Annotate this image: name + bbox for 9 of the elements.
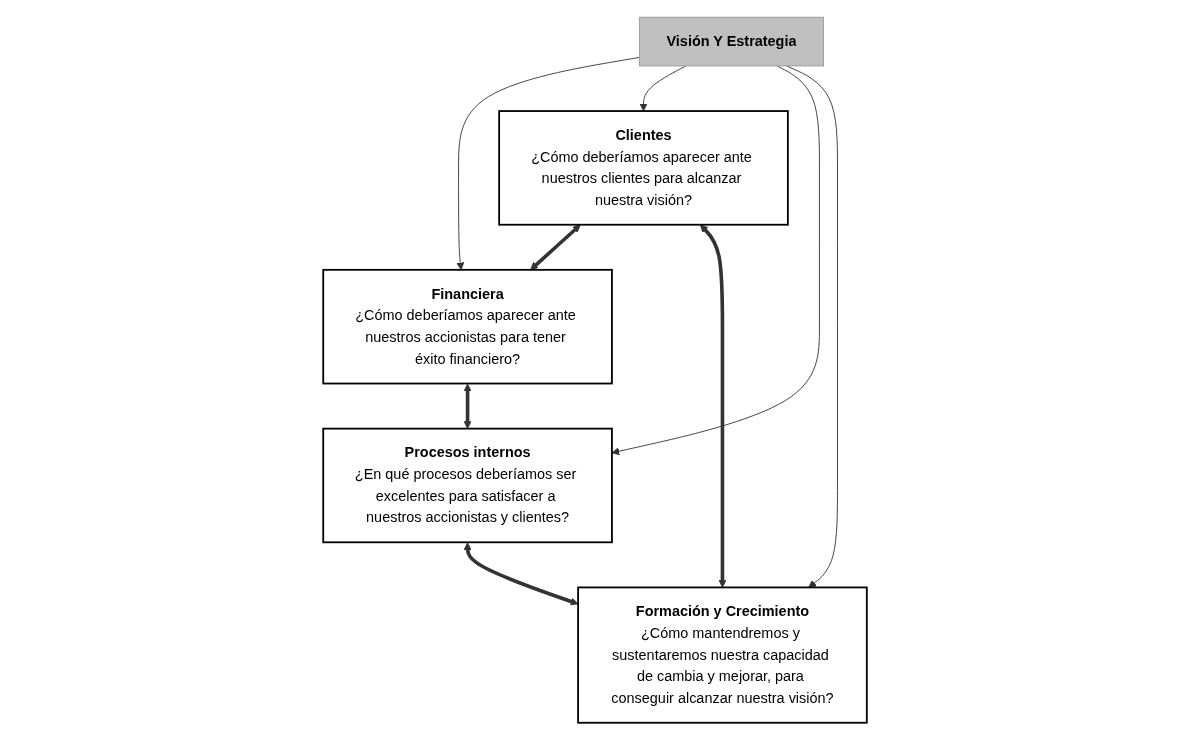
arrow bbox=[463, 542, 579, 606]
node-box: Procesos internos ¿En qué procesos deberíamos ser excelentes para satisfacer a nuestros accionistas y clientes? bbox=[322, 427, 613, 544]
arrow bbox=[530, 224, 581, 271]
arrow bbox=[699, 224, 727, 588]
arrow bbox=[463, 383, 472, 429]
node-box: Financiera ¿Cómo deberíamos aparecer ante nuestros accionistas para tener éxito financiero? bbox=[322, 268, 613, 385]
node-box: Clientes ¿Cómo deberíamos aparecer ante nuestros clientes para alcanzar nuestra visión? bbox=[498, 110, 789, 226]
node-box: Visión Y Estrategia bbox=[638, 16, 824, 67]
node-box: Formación y Crecimiento ¿Cómo mantendremos y sustentaremos nuestra capacidad de cambia y mejorar, para conseguir alcanzar nuestra visión? bbox=[577, 586, 868, 724]
